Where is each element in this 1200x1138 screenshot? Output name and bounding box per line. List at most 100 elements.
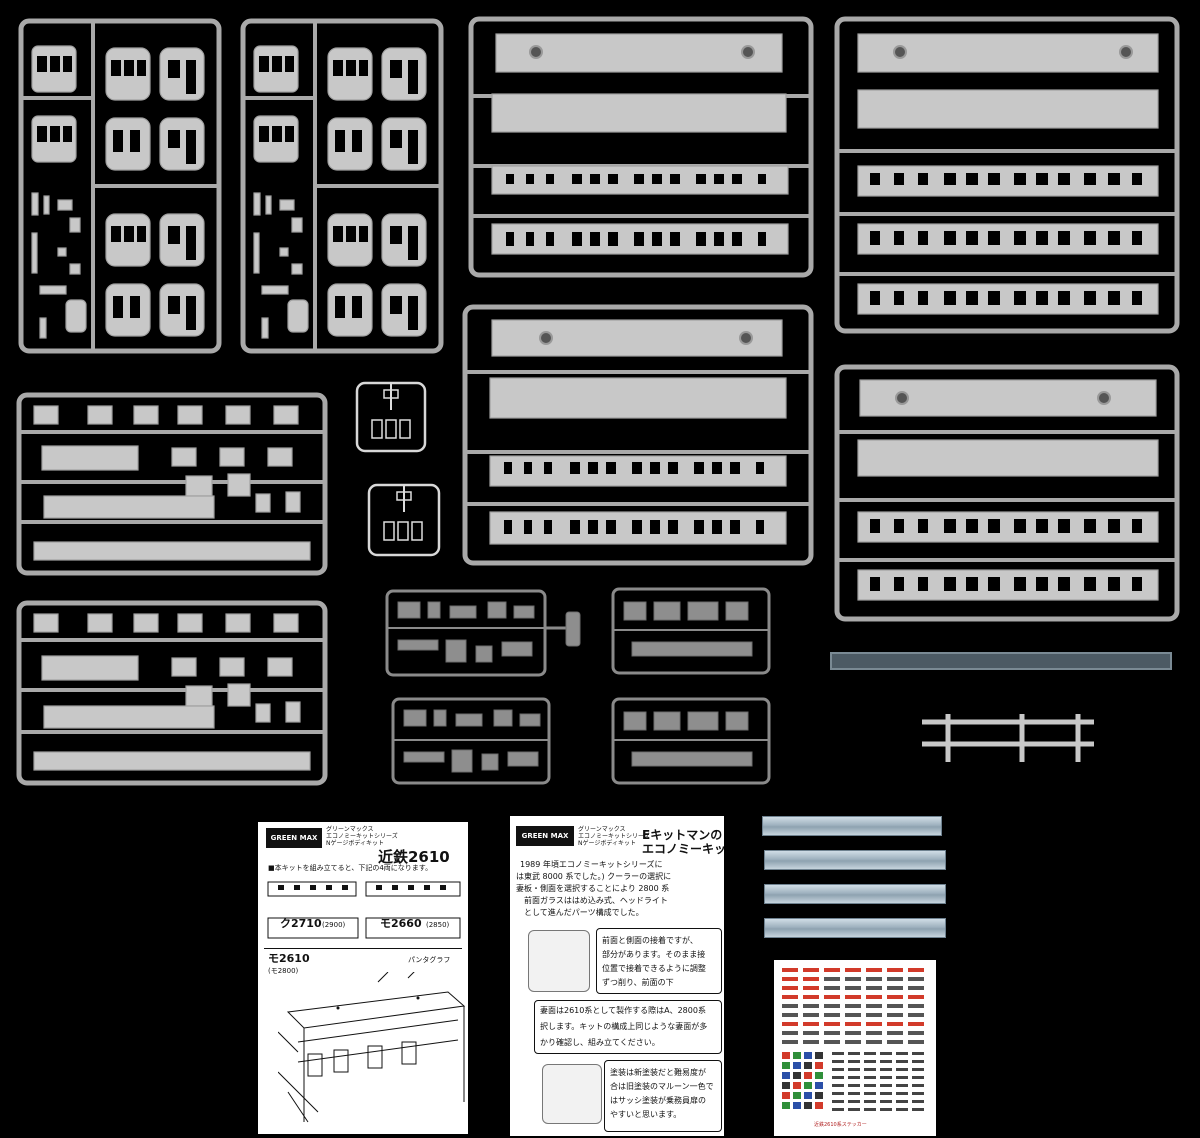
roof-panel-sprue-1-drawing bbox=[16, 392, 328, 576]
decal-number-mark bbox=[824, 1022, 840, 1026]
decal-text-mark bbox=[832, 1092, 844, 1095]
decal-text-mark bbox=[864, 1084, 876, 1087]
body-side-sprue-2 bbox=[834, 16, 1180, 334]
clear-window-part-2-drawing bbox=[367, 483, 441, 557]
guide-para1-2: は東武 8000 系でした。) クーラーの選択に bbox=[516, 872, 672, 881]
decal-text-mark bbox=[832, 1100, 844, 1103]
instruction-series-2: エコノミーキットシリーズ bbox=[326, 833, 398, 840]
decal-number-mark bbox=[908, 1022, 924, 1026]
decal-number-mark bbox=[866, 1013, 882, 1017]
decal-text-mark bbox=[848, 1108, 860, 1111]
guide-para1-5: として進んだパーツ構成でした。 bbox=[524, 908, 644, 917]
decal-number-mark bbox=[803, 1040, 819, 1044]
decal-text-mark bbox=[880, 1076, 892, 1079]
decal-grid bbox=[782, 968, 924, 1111]
bubble2-line-2: 合は旧塗装のマルーン一色で bbox=[610, 1082, 714, 1091]
roof-panel-sprue-2 bbox=[16, 600, 328, 786]
decal-sign-mark bbox=[782, 1102, 790, 1109]
instruction-intro: ■本キットを組み立てると、下記の4両になります。 bbox=[268, 864, 433, 872]
decal-number-mark bbox=[866, 977, 882, 981]
body-side-sprue-1 bbox=[468, 16, 814, 278]
guide-para2-3: かり確認し、組み立てください。 bbox=[540, 1038, 660, 1047]
decal-number-mark bbox=[803, 1004, 819, 1008]
decal-number-mark bbox=[887, 977, 903, 981]
decal-text-mark bbox=[848, 1100, 860, 1103]
instruction-series-3: Nゲージボディキット bbox=[326, 840, 384, 847]
decal-text-mark bbox=[832, 1076, 844, 1079]
decal-text-mark bbox=[880, 1060, 892, 1063]
decal-sign-mark bbox=[804, 1092, 812, 1099]
decal-text-mark bbox=[864, 1100, 876, 1103]
decal-text-mark bbox=[896, 1092, 908, 1095]
decal-number-mark bbox=[782, 1031, 798, 1035]
decal-sign-mark bbox=[815, 1082, 823, 1089]
decal-sign-mark bbox=[793, 1082, 801, 1089]
car-a-label: ク2710 bbox=[280, 917, 322, 930]
decal-sign-mark bbox=[793, 1102, 801, 1109]
decal-text-mark bbox=[864, 1076, 876, 1079]
decal-sign-mark bbox=[815, 1092, 823, 1099]
decal-number-mark bbox=[908, 1040, 924, 1044]
decal-number-mark bbox=[803, 977, 819, 981]
decal-number-mark bbox=[908, 977, 924, 981]
underfloor-sprue-4 bbox=[610, 696, 774, 788]
body-side-sprue-1-drawing bbox=[468, 16, 814, 278]
decal-sign-mark bbox=[815, 1102, 823, 1109]
decal-number-mark bbox=[887, 1004, 903, 1008]
decal-sign-mark bbox=[782, 1062, 790, 1069]
decal-text-mark bbox=[832, 1052, 844, 1055]
mascot-avatar-1 bbox=[528, 930, 590, 992]
decal-number-mark bbox=[824, 1040, 840, 1044]
decal-number-mark bbox=[908, 995, 924, 999]
decal-sign-mark bbox=[793, 1062, 801, 1069]
front-end-sprue-1-drawing bbox=[18, 18, 222, 354]
speech-bubble-1 bbox=[596, 928, 722, 994]
guide-brand-text: GREEN MAX bbox=[521, 832, 569, 840]
decal-text-mark bbox=[880, 1068, 892, 1071]
decal-number-mark bbox=[866, 968, 882, 972]
decal-text-mark bbox=[896, 1068, 908, 1071]
instruction-brand-text: GREEN MAX bbox=[270, 834, 318, 842]
decal-number-mark bbox=[782, 1004, 798, 1008]
decal-number-mark bbox=[824, 977, 840, 981]
decal-number-mark bbox=[887, 1040, 903, 1044]
guide-sheet: GREEN MAX グリーンマックス エコノミーキットシリーズ Nゲージボディキ… bbox=[510, 816, 724, 1136]
guide-para1-3: 妻板・側面を選択することにより 2800 系 bbox=[516, 884, 670, 893]
decal-text-mark bbox=[848, 1084, 860, 1087]
decal-sign-mark bbox=[815, 1052, 823, 1059]
decal-text-mark bbox=[880, 1108, 892, 1111]
decal-sign-mark bbox=[793, 1072, 801, 1079]
decal-number-mark bbox=[845, 986, 861, 990]
decal-text-mark bbox=[848, 1076, 860, 1079]
decal-number-mark bbox=[908, 1031, 924, 1035]
weight-bar-1 bbox=[762, 816, 942, 836]
decal-number-mark bbox=[803, 1022, 819, 1026]
car-c-label: モ2610 bbox=[268, 952, 310, 965]
decal-text-mark bbox=[848, 1092, 860, 1095]
decal-number-mark bbox=[887, 1031, 903, 1035]
decal-number-mark bbox=[845, 995, 861, 999]
decal-text-mark bbox=[832, 1108, 844, 1111]
decal-sign-mark bbox=[782, 1092, 790, 1099]
guide-para2-1: 妻面は2610系として製作する際はA、2800系 bbox=[540, 1006, 706, 1015]
decal-number-mark bbox=[887, 986, 903, 990]
decal-number-mark bbox=[887, 968, 903, 972]
body-side-sprue-4 bbox=[834, 364, 1180, 622]
underfloor-sprue-2 bbox=[610, 586, 774, 678]
guide-para2-2: 択します。キットの構成上同じような妻面が多 bbox=[540, 1022, 708, 1031]
decal-sign-mark bbox=[804, 1102, 812, 1109]
decal-text-mark bbox=[848, 1060, 860, 1063]
decal-number-mark bbox=[845, 1022, 861, 1026]
guide-series-3: Nゲージボディキット bbox=[578, 840, 636, 847]
decal-text-mark bbox=[880, 1092, 892, 1095]
front-end-sprue-2 bbox=[240, 18, 444, 354]
decal-text-mark bbox=[880, 1100, 892, 1103]
decal-text-mark bbox=[912, 1052, 924, 1055]
decal-text-mark bbox=[912, 1068, 924, 1071]
guide-title-1: Eキットマンの bbox=[642, 828, 723, 842]
decal-number-mark bbox=[887, 1013, 903, 1017]
decal-text-mark bbox=[912, 1108, 924, 1111]
decal-text-mark bbox=[864, 1052, 876, 1055]
bubble1-line-1: 前面と側面の接着ですが、 bbox=[602, 936, 698, 945]
decal-number-mark bbox=[803, 968, 819, 972]
